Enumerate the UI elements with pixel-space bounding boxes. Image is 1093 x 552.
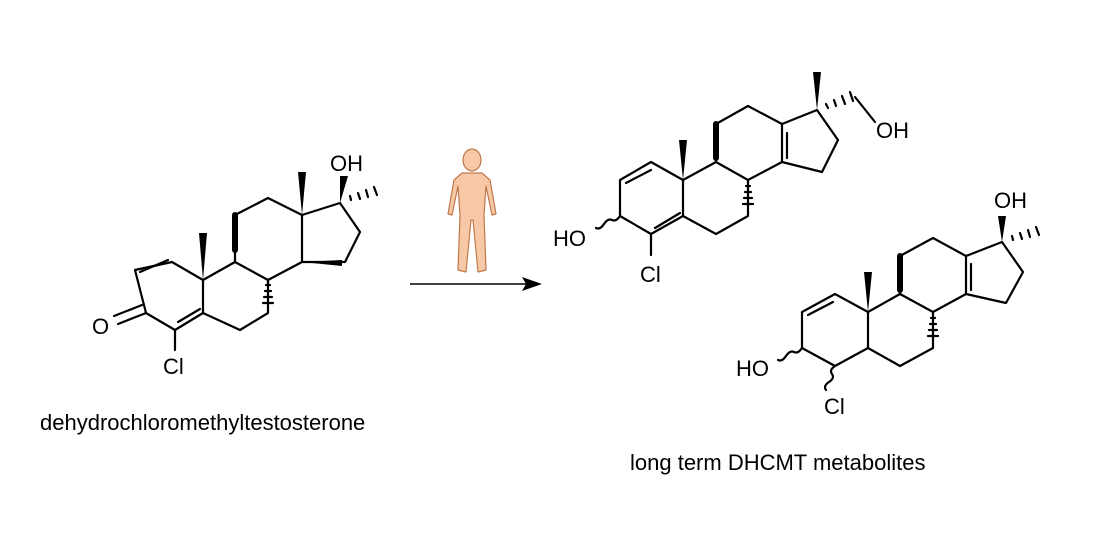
hash-c17: [348, 185, 379, 202]
human-body-icon: [447, 148, 497, 273]
hash-m2-c17: [1010, 225, 1041, 242]
parent-o-label: O: [92, 314, 109, 339]
metabolites-caption: long term DHCMT metabolites: [630, 450, 925, 475]
parent-structure: OH O Cl: [92, 151, 379, 379]
m1-cl-label: Cl: [640, 262, 661, 287]
hash-m2-c8: [926, 316, 940, 338]
m1-ho-label: HO: [553, 226, 586, 251]
hash-m1-c8: [741, 184, 755, 206]
parent-cl-label: Cl: [163, 354, 184, 379]
parent-caption: dehydrochloromethyltestosterone: [40, 410, 365, 435]
metabolite-2-structure: OH HO Cl: [736, 188, 1041, 419]
parent-oh-label: OH: [330, 151, 363, 176]
hash-c8: [261, 283, 275, 305]
m1-oh-label: OH: [876, 118, 909, 143]
metabolite-1-structure: OH HO Cl: [553, 72, 909, 287]
m2-ho-label: HO: [736, 356, 769, 381]
hash-m1-c17: [824, 90, 855, 110]
reaction-arrow: [410, 277, 542, 291]
m2-cl-label: Cl: [824, 394, 845, 419]
m2-oh-label: OH: [994, 188, 1027, 213]
